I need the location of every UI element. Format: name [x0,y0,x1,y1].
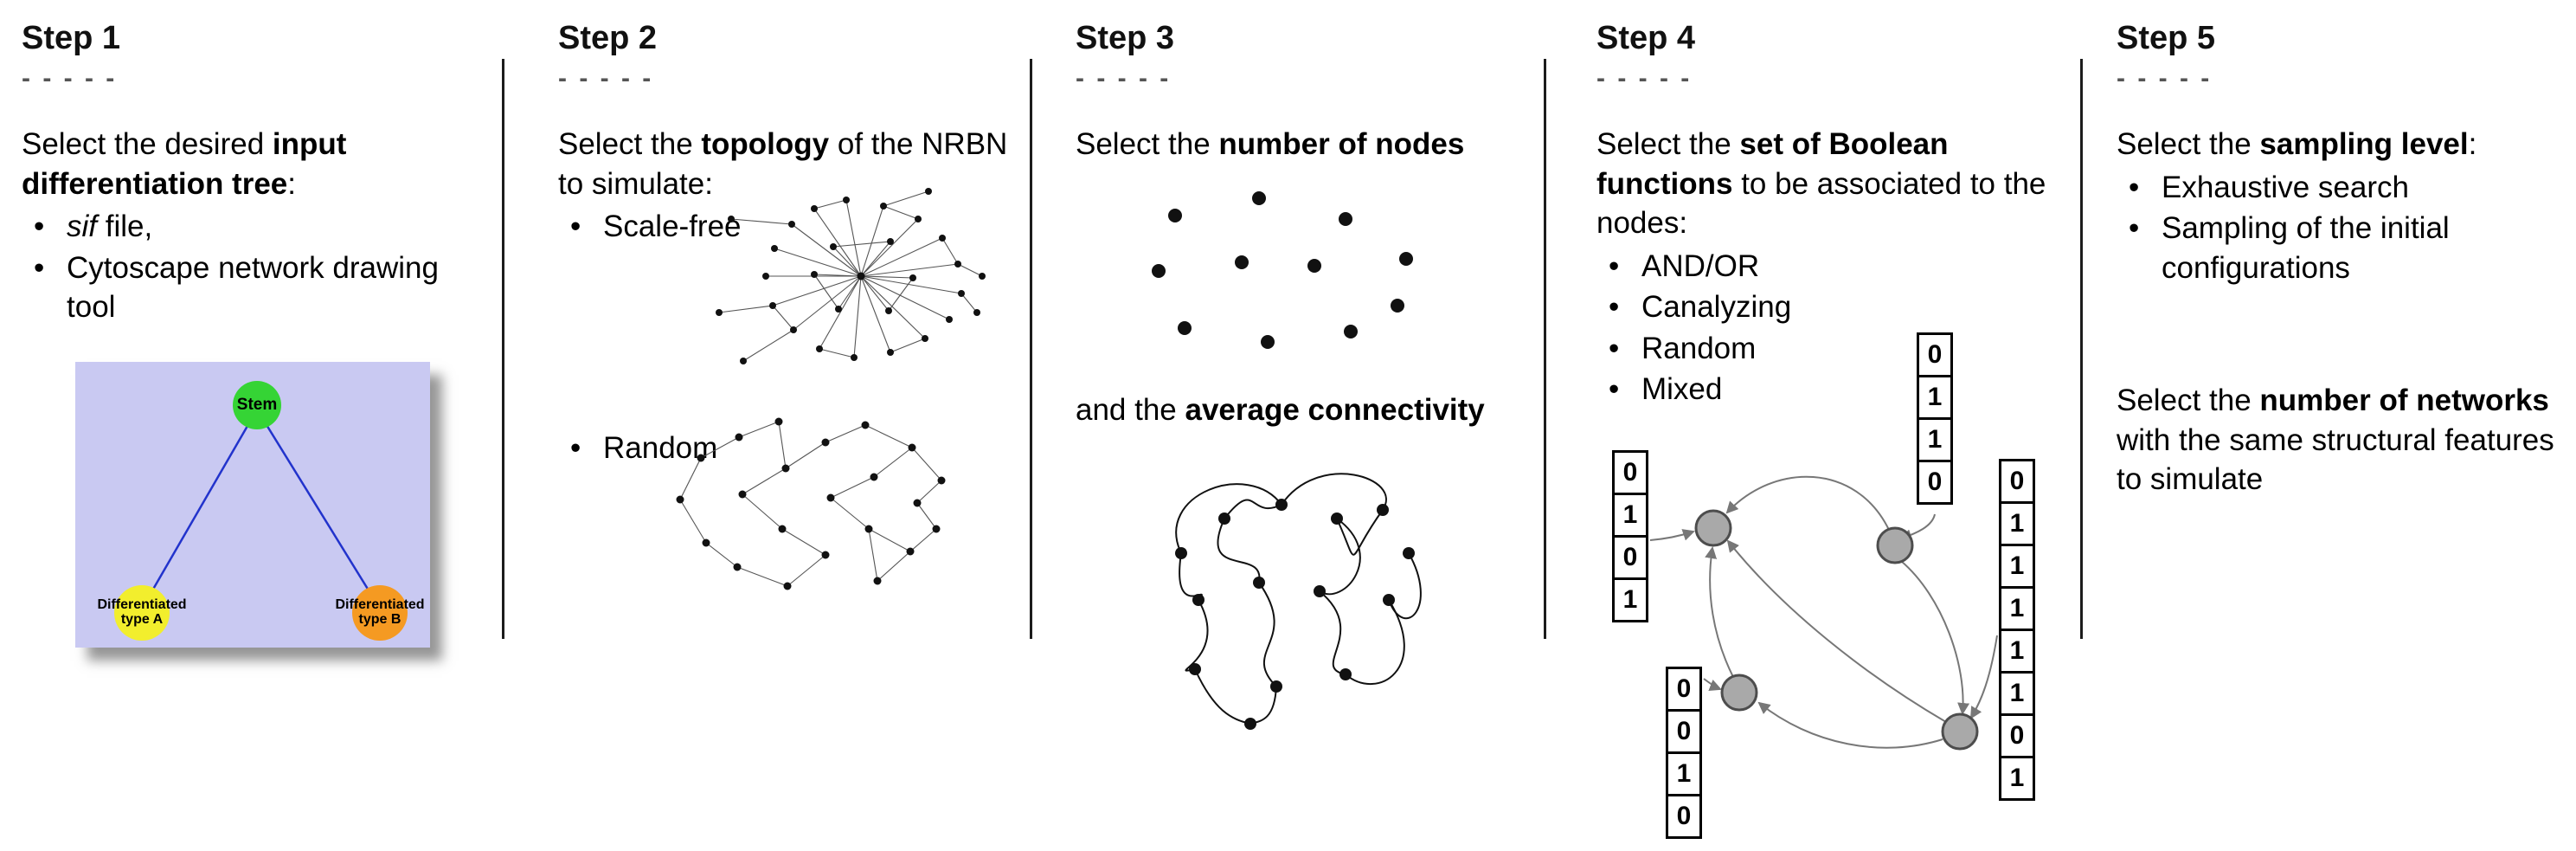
boolean-cell: 1 [1612,493,1648,538]
step-4-dashes: - - - - - [1596,64,1693,93]
boolean-cell: 0 [1917,460,1953,505]
sif-italic: sif [67,210,97,243]
boolean-cell: 1 [1917,375,1953,420]
step-3-column: Step 3 - - - - - Select the number of no… [1076,20,1543,730]
differentiated-type-b-node [352,584,408,641]
boolean-cell: 0 [1917,332,1953,377]
step-4-bullets: •AND/OR •Canalyzing •Random •Mixed [1596,247,2081,409]
step-5-column: Step 5 - - - - - Select the sampling lev… [2117,20,2576,500]
differentiation-tree-graphic: Stem Differentiated type A Differentiate… [75,361,430,648]
column-divider [2080,59,2083,639]
bullet-cytoscape: • Cytoscape network drawing tool [22,248,489,327]
bullet-dot: • [570,210,581,243]
boolean-cell: 0 [1612,450,1648,495]
bullet-dot: • [34,210,45,243]
boolean-cell: 0 [1999,459,2035,504]
step-1-title: Step 1 [22,20,121,56]
differentiated-type-a-node [114,584,170,641]
bullet-sif-file: • sif file, [22,207,489,247]
sif-rest: file, [97,210,153,243]
type-a-label: Differentiated type A [97,596,187,628]
bullet-dot: • [34,250,45,285]
stem-node: Stem [233,380,281,429]
step-1-dashes: - - - - - [22,64,118,93]
column-divider [502,59,504,639]
boolean-cell: 1 [1999,629,2035,674]
step-1-intro-colon: : [287,166,296,201]
step-2-column: Step 2 - - - - - Select the topology of … [558,20,1017,590]
boolean-cell: 0 [1999,713,2035,758]
step-4-title: Step 4 [1596,20,1696,56]
step-3-line2: and the average connectivity [1076,393,1485,427]
step-1-intro: Select the desired input differentiation… [22,125,489,203]
step-2-intro: Select the topology of the NRBN to simul… [558,127,1008,201]
step-3-line1: Select the number of nodes [1076,127,1465,161]
step-2-dashes: - - - - - [558,64,654,93]
step-3-dashes: - - - - - [1076,64,1172,93]
step-4-column: Step 4 - - - - - Select the set of Boole… [1596,20,2081,839]
boolean-cell: 1 [1917,417,1953,462]
bullet-exhaustive: •Exhaustive search [2129,170,2409,204]
step-5-intro: Select the sampling level: [2117,127,2477,161]
bullet-scale-free: • Scale-free [558,207,818,247]
step-5-dashes: - - - - - [2117,64,2213,93]
step-1-bullets: • sif file, • Cytoscape network drawing … [22,207,489,327]
step-1-column: Step 1 - - - - - Select the desired inpu… [22,20,489,648]
step-1-intro-text: Select the desired [22,127,273,161]
boolean-cell: 0 [1666,794,1702,839]
step-5-title: Step 5 [2117,20,2216,56]
boolean-cell: 1 [1999,671,2035,716]
random-network-graphic [676,417,946,590]
step-4-intro: Select the set of Boolean functions to b… [1596,127,2046,240]
boolean-network-edges [1649,475,1998,751]
boolean-cell: 0 [1666,667,1702,712]
boolean-cell: 1 [1999,544,2035,589]
type-b-label: Differentiated type B [335,596,425,628]
bullet-random-fn: •Random [1609,331,1757,365]
cytoscape-label: Cytoscape network drawing tool [67,250,439,325]
boolean-cell: 1 [1999,756,2035,801]
step-5-bullets: •Exhaustive search •Sampling of the init… [2117,168,2576,288]
boolean-cell: 1 [1666,751,1702,796]
scale-free-network-graphic [716,188,986,364]
step-1-intro-bold: input differentiation tree [22,127,347,201]
boolean-cell: 0 [1666,709,1702,754]
column-divider [1030,59,1032,639]
connectivity-tangle-graphic [1175,473,1422,730]
step-2-title: Step 2 [558,20,658,56]
bullet-dot: • [570,431,581,465]
bullet-and-or: •AND/OR [1609,248,1760,283]
stem-label: Stem [236,395,278,414]
bullet-canalyzing: •Canalyzing [1609,290,1792,324]
boolean-cell: 1 [1999,501,2035,546]
nodes-dots-graphic [1152,191,1413,349]
column-divider [1544,59,1546,639]
boolean-cell: 0 [1612,535,1648,580]
scale-free-label: Scale-free [603,210,742,243]
bullet-mixed: •Mixed [1609,372,1723,406]
step-3-title: Step 3 [1076,20,1175,56]
tree-edges [140,408,382,609]
boolean-cell: 1 [1612,577,1648,622]
step-5-second: Select the number of networks with the s… [2117,384,2554,496]
bullet-sampling: •Sampling of the initial configurations [2129,211,2450,285]
boolean-cell: 1 [1999,586,2035,631]
